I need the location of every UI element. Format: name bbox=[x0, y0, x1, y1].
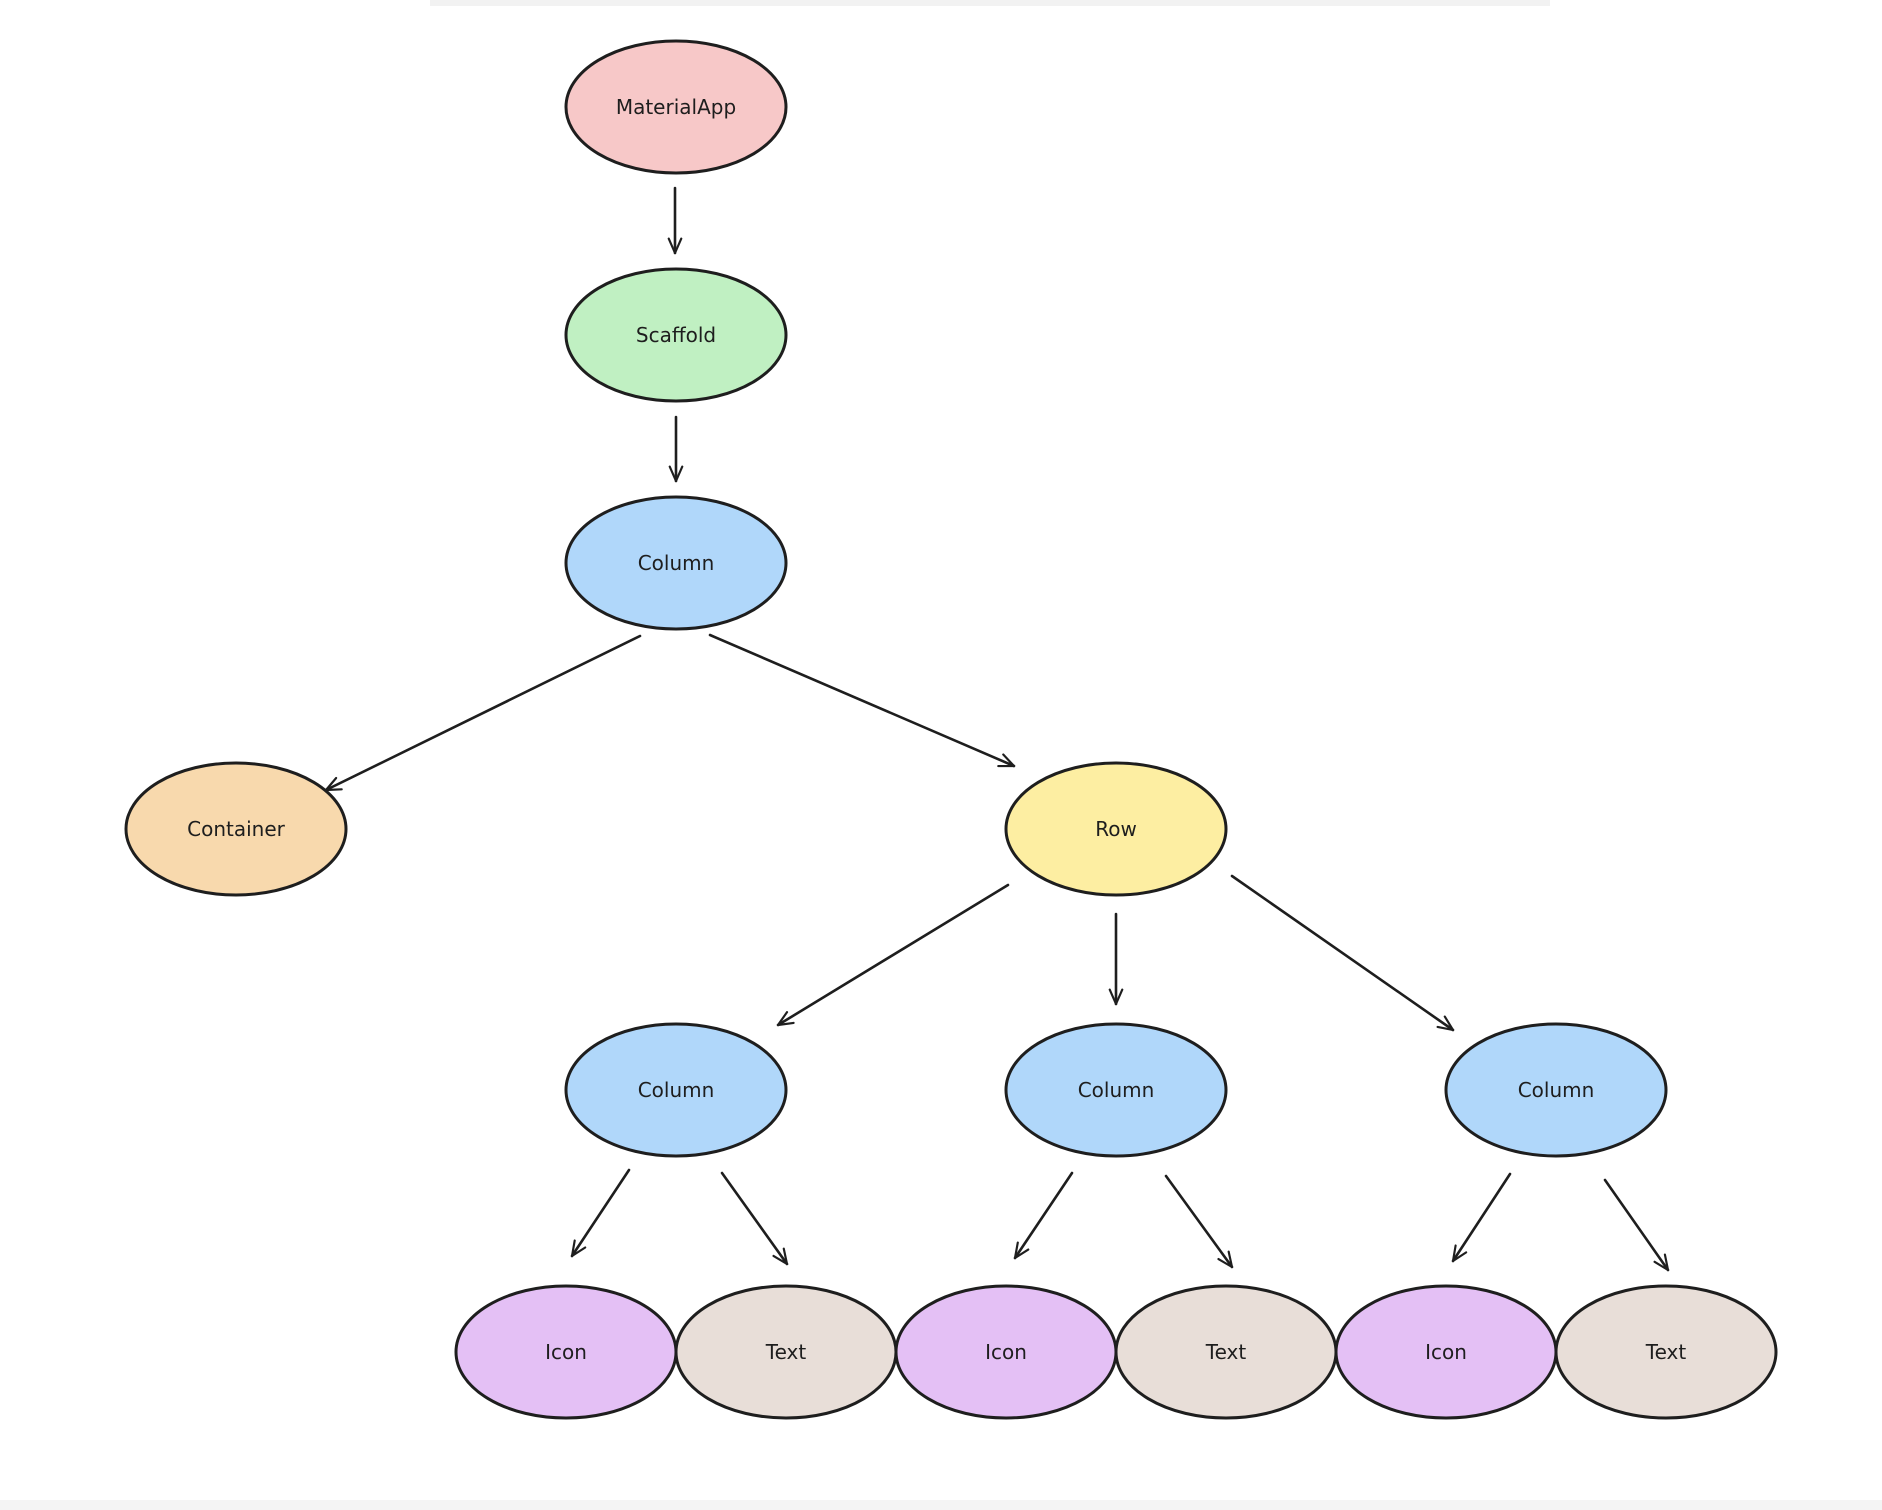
edge-column-3-to-icon-3 bbox=[1451, 1172, 1512, 1263]
node-icon-3: Icon bbox=[1334, 1284, 1558, 1420]
node-label-icon-3: Icon bbox=[1425, 1340, 1467, 1364]
node-label-column-3: Column bbox=[1518, 1078, 1595, 1102]
node-label-column-root: Column bbox=[638, 551, 715, 575]
node-column-root: Column bbox=[564, 495, 788, 631]
node-label-icon-2: Icon bbox=[985, 1340, 1027, 1364]
node-icon-2: Icon bbox=[894, 1284, 1118, 1420]
node-container: Container bbox=[124, 761, 348, 897]
top-bar-remnant bbox=[430, 0, 1550, 6]
node-label-material-app: MaterialApp bbox=[616, 95, 736, 119]
node-ellipse-column-root bbox=[564, 495, 788, 631]
edge-column-2-to-text-2 bbox=[1164, 1174, 1234, 1269]
edge-column-2-to-icon-2 bbox=[1013, 1171, 1074, 1260]
node-label-container: Container bbox=[187, 817, 286, 841]
node-label-text-1: Text bbox=[765, 1340, 807, 1364]
node-ellipse-container bbox=[124, 761, 348, 897]
edge-column-root-to-container bbox=[324, 634, 642, 792]
node-material-app: MaterialApp bbox=[564, 39, 788, 175]
edges-layer bbox=[324, 186, 1670, 1272]
bottom-strip bbox=[0, 1500, 1882, 1510]
node-column-1: Column bbox=[564, 1022, 788, 1158]
node-ellipse-column-2 bbox=[1004, 1022, 1228, 1158]
edge-column-3-to-text-3 bbox=[1603, 1178, 1670, 1272]
node-label-icon-1: Icon bbox=[545, 1340, 587, 1364]
node-column-2: Column bbox=[1004, 1022, 1228, 1158]
node-label-text-3: Text bbox=[1645, 1340, 1687, 1364]
edge-column-root-to-row bbox=[708, 633, 1016, 768]
node-label-column-2: Column bbox=[1078, 1078, 1155, 1102]
node-ellipse-material-app bbox=[564, 39, 788, 175]
node-label-column-1: Column bbox=[638, 1078, 715, 1102]
node-text-2: Text bbox=[1114, 1284, 1338, 1420]
node-column-3: Column bbox=[1444, 1022, 1668, 1158]
node-text-1: Text bbox=[674, 1284, 898, 1420]
edge-row-to-column-3 bbox=[1230, 874, 1455, 1032]
node-ellipse-column-1 bbox=[564, 1022, 788, 1158]
edge-column-1-to-icon-1 bbox=[570, 1168, 631, 1258]
node-ellipse-row bbox=[1004, 761, 1228, 897]
node-ellipse-text-3 bbox=[1554, 1284, 1778, 1420]
node-label-scaffold: Scaffold bbox=[636, 323, 716, 347]
node-ellipse-column-3 bbox=[1444, 1022, 1668, 1158]
edge-row-to-column-1 bbox=[776, 883, 1010, 1027]
node-icon-1: Icon bbox=[454, 1284, 678, 1420]
edge-column-1-to-text-1 bbox=[720, 1171, 789, 1266]
node-row: Row bbox=[1004, 761, 1228, 897]
node-scaffold: Scaffold bbox=[564, 267, 788, 403]
node-ellipse-scaffold bbox=[564, 267, 788, 403]
node-label-text-2: Text bbox=[1205, 1340, 1247, 1364]
node-text-3: Text bbox=[1554, 1284, 1778, 1420]
node-label-row: Row bbox=[1095, 817, 1137, 841]
